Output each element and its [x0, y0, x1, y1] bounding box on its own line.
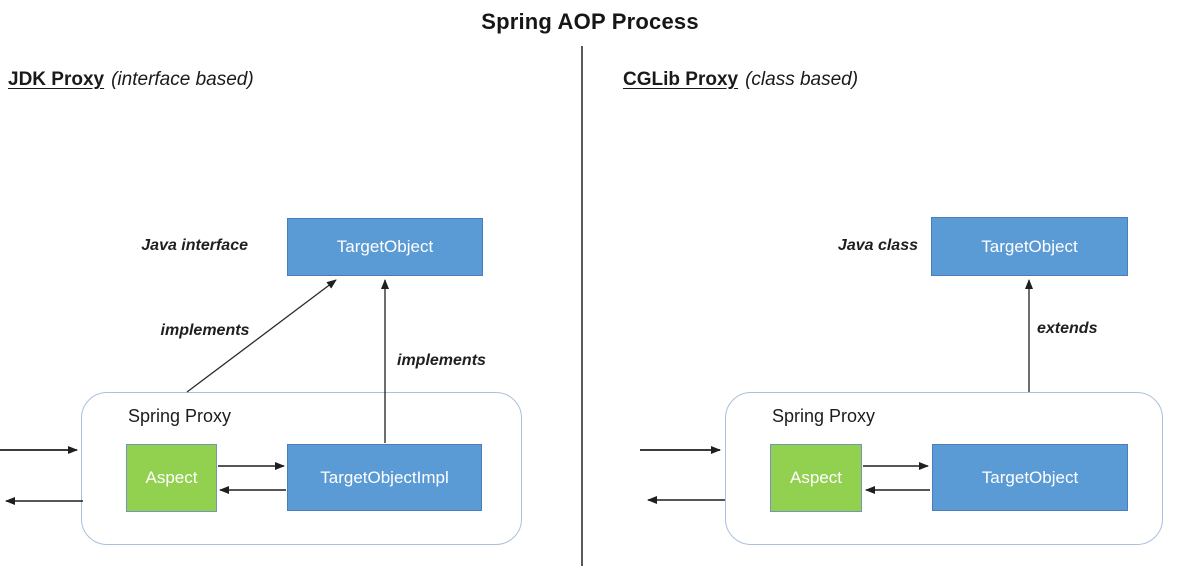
right-target-object-box: TargetObject: [931, 217, 1128, 276]
extends-label: extends: [1037, 320, 1098, 337]
right-heading-qualifier: (class based): [745, 69, 859, 90]
java-class-label: Java class: [837, 237, 918, 254]
right-inner-target-object-box: TargetObject: [932, 444, 1128, 511]
left-heading-title: JDK Proxy: [8, 69, 105, 90]
left-target-object-box: TargetObject: [287, 218, 483, 276]
page-title: Spring AOP Process: [481, 9, 699, 34]
left-heading-qualifier: (interface based): [111, 69, 254, 90]
left-aspect-box: Aspect: [126, 444, 217, 512]
right-aspect-box: Aspect: [770, 444, 862, 512]
right-spring-proxy-label: Spring Proxy: [772, 406, 876, 426]
left-panel-heading: JDK Proxy (interface based): [8, 69, 254, 91]
implements-label-vertical: implements: [397, 352, 486, 369]
implements-label-diagonal: implements: [160, 322, 250, 339]
left-spring-proxy-label: Spring Proxy: [128, 406, 232, 426]
right-heading-title: CGLib Proxy: [623, 69, 739, 90]
left-target-object-impl-box: TargetObjectImpl: [287, 444, 482, 511]
right-panel-heading: CGLib Proxy (class based): [623, 69, 858, 91]
java-interface-label: Java interface: [141, 237, 248, 254]
